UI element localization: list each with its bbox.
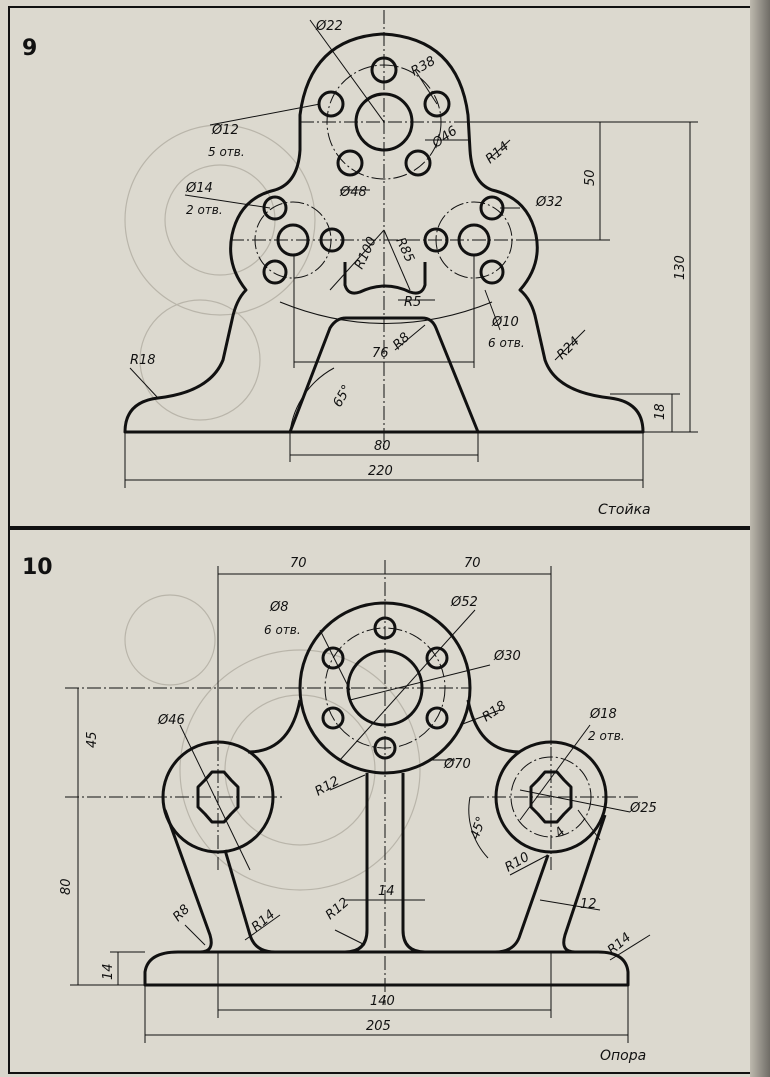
- dim-70b: 70: [464, 556, 481, 571]
- dim-d12: Ø12: [211, 123, 239, 138]
- dim-r5: R5: [404, 295, 421, 310]
- dim-d25: Ø25: [629, 801, 657, 816]
- dimension-lines-9: [124, 19, 698, 488]
- dim-d8: Ø8: [269, 600, 289, 615]
- left-hole-1: [262, 195, 288, 221]
- right-hole-1: [479, 195, 505, 221]
- dim-14b: 14: [101, 963, 116, 980]
- dim-r8: R8: [390, 330, 413, 353]
- right-arm: [494, 814, 607, 954]
- hole-top-2: [317, 90, 345, 118]
- dim-d18: 18: [653, 403, 668, 420]
- hub-hole-3: [425, 646, 449, 670]
- dim-70a: 70: [290, 556, 307, 571]
- right-connector: [466, 699, 521, 754]
- drawing-9-caption: Стойка: [598, 502, 651, 518]
- drawing-10: 10: [22, 555, 657, 1064]
- dim-d30: Ø30: [493, 649, 521, 664]
- dim-45: 45: [85, 731, 100, 748]
- dim-d12-note: 5 отв.: [208, 145, 245, 159]
- hub-hole-4: [321, 706, 345, 730]
- dim-d70c: Ø70: [443, 757, 471, 772]
- central-rib: [344, 773, 426, 954]
- right-keyhole: [529, 770, 573, 824]
- dimension-labels-10: 70 70 Ø8 6 отв. Ø52 Ø30 45 Ø46 R18 Ø18 2…: [59, 556, 657, 1064]
- dim-14a: 14: [378, 884, 395, 899]
- dim-d14-note: 2 отв.: [186, 203, 223, 217]
- hub-hole-2: [321, 646, 345, 670]
- dim-d50: 50: [583, 169, 598, 186]
- dim-a45: 45°: [468, 815, 490, 842]
- stand-outline: [123, 32, 645, 434]
- dim-r8: R8: [170, 902, 193, 925]
- dim-r18: R18: [130, 353, 156, 368]
- dim-d22: Ø22: [315, 19, 343, 34]
- dim-12: 12: [580, 897, 597, 912]
- drawing-9-number: 9: [22, 36, 37, 61]
- dim-d8-note: 6 отв.: [264, 623, 301, 637]
- arc-r100: [279, 301, 493, 324]
- base-plate: [143, 950, 630, 987]
- dim-d32: Ø32: [535, 195, 563, 210]
- left-keyhole: [196, 770, 240, 824]
- central-slot: [343, 262, 427, 295]
- dim-d46: Ø46: [157, 713, 185, 728]
- hub-hole-5: [425, 706, 449, 730]
- dim-140: 140: [370, 994, 395, 1009]
- drawing-9: 9: [22, 10, 698, 518]
- dim-d18-note: 2 отв.: [588, 729, 625, 743]
- dim-80: 80: [59, 878, 74, 895]
- hole-top-3: [423, 90, 451, 118]
- dim-a65: 65°: [330, 383, 355, 410]
- hole-top-4: [336, 149, 364, 177]
- dim-d80: 80: [374, 439, 391, 454]
- dim-d46: Ø46: [429, 124, 460, 152]
- dim-d130: 130: [673, 255, 688, 280]
- dim-r38: R38: [409, 54, 439, 80]
- dim-r12b: R12: [323, 895, 352, 923]
- dimension-lines-10: [70, 566, 651, 1043]
- dimension-labels-9: Ø22 R38 Ø12 5 отв. Ø46 R14 Ø14 2 отв. Ø4…: [130, 19, 688, 518]
- dim-r24: R24: [554, 334, 583, 363]
- dim-d14: Ø14: [185, 181, 213, 196]
- dim-d48: Ø48: [339, 185, 367, 200]
- dim-d10: Ø10: [491, 315, 519, 330]
- dim-r14: R14: [483, 139, 512, 167]
- dim-r100: R100: [352, 235, 380, 272]
- dim-r14a: R14: [249, 907, 278, 935]
- dim-4: 4: [552, 824, 568, 840]
- dim-r12a: R12: [313, 774, 343, 800]
- dim-r18: R18: [480, 698, 510, 725]
- left-hole-3: [262, 259, 288, 285]
- right-hole-3: [479, 259, 505, 285]
- dim-d76: 76: [372, 346, 389, 361]
- hole-top-5: [404, 149, 432, 177]
- drawing-10-number: 10: [22, 555, 53, 580]
- dim-d18: Ø18: [589, 707, 617, 722]
- dim-205: 205: [366, 1019, 391, 1034]
- dim-d220: 220: [368, 464, 393, 479]
- left-connector: [247, 699, 302, 754]
- drawing-10-caption: Опора: [600, 1048, 646, 1064]
- page-binding-shadow: [750, 0, 770, 1077]
- dim-d10-note: 6 отв.: [488, 336, 525, 350]
- dim-d52: Ø52: [450, 595, 478, 610]
- left-arm: [163, 809, 276, 954]
